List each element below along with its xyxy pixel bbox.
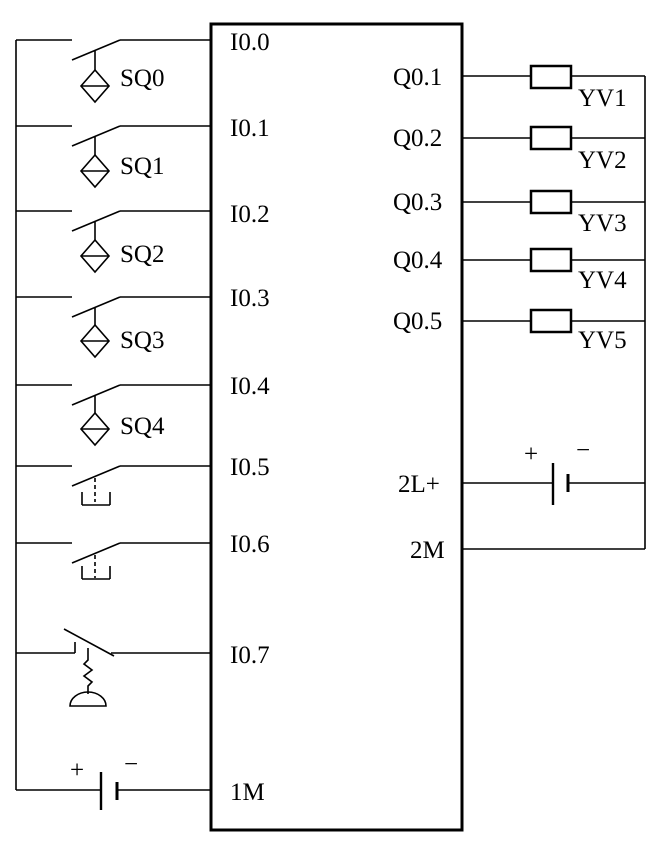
output-row-1: Q0.1 YV1 <box>393 64 645 112</box>
sensor-label: SQ0 <box>120 65 164 92</box>
proximity-sensor-icon <box>79 137 111 189</box>
input-terminal-label: I0.6 <box>230 531 270 558</box>
valve-coil-icon <box>529 308 573 334</box>
battery-plus-sign: + <box>70 757 84 784</box>
valve-label: YV1 <box>578 85 627 112</box>
output-terminal-label: Q0.1 <box>393 64 442 91</box>
proximity-sensor-icon <box>79 51 111 104</box>
input-terminal-label: I0.4 <box>230 373 270 400</box>
valve-coil-icon <box>529 64 573 90</box>
input-terminal-label: I0.1 <box>230 115 270 142</box>
sensor-label: SQ1 <box>120 153 164 180</box>
output-row-4: Q0.4 YV4 <box>393 247 645 294</box>
output-terminal-label: Q0.5 <box>393 308 442 335</box>
input-terminal-label: I0.2 <box>230 201 270 228</box>
valve-coil-icon <box>529 125 573 151</box>
pushbutton-icon <box>81 478 111 506</box>
battery-minus-sign: − <box>124 751 138 778</box>
valve-coil-icon <box>529 247 573 273</box>
pushbutton-icon <box>81 555 111 580</box>
proximity-sensor-icon <box>79 222 111 274</box>
input-row-3: SQ3 I0.3 <box>16 285 270 359</box>
output-terminal-label: Q0.3 <box>393 189 442 216</box>
valve-label: YV4 <box>578 267 627 294</box>
input-terminal-label: I0.5 <box>230 454 270 481</box>
input-terminal-label: I0.3 <box>230 285 270 312</box>
input-row-6: I0.6 <box>16 531 270 580</box>
sensor-label: SQ2 <box>120 241 164 268</box>
supply-output-label: 2L+ <box>398 471 440 498</box>
valve-label: YV3 <box>578 210 627 237</box>
input-terminal-label: I0.7 <box>230 642 270 669</box>
input-row-2: SQ2 I0.2 <box>16 201 270 274</box>
output-row-5: Q0.5 YV5 <box>393 308 645 354</box>
sensor-label: SQ3 <box>120 327 164 354</box>
battery-minus-sign: − <box>576 437 590 464</box>
input-row-1: SQ1 I0.1 <box>16 115 270 189</box>
proximity-sensor-icon <box>79 396 111 447</box>
valve-label: YV2 <box>578 147 627 174</box>
sensor-label: SQ4 <box>120 413 165 440</box>
output-terminal-label: Q0.4 <box>393 247 443 274</box>
emergency-stop-icon <box>69 648 107 707</box>
battery-plus-sign: + <box>524 441 538 468</box>
output-row-2: Q0.2 YV2 <box>393 125 645 174</box>
plc-module-box <box>209 22 464 832</box>
input-row-5: I0.5 <box>16 454 270 506</box>
input-row-4: SQ4 I0.4 <box>16 373 270 447</box>
output-row-3: Q0.3 YV3 <box>393 189 645 237</box>
valve-label: YV5 <box>578 327 627 354</box>
input-power-supply: + − 1M <box>16 751 265 810</box>
output-power-supply: + − 2L+ <box>398 437 645 505</box>
proximity-sensor-icon <box>79 308 111 359</box>
input-row-7: I0.7 <box>16 628 270 707</box>
common-input-label: 1M <box>230 779 265 806</box>
input-terminal-label: I0.0 <box>230 29 270 56</box>
valve-coil-icon <box>529 189 573 215</box>
common-output-label: 2M <box>410 537 445 564</box>
output-terminal-label: Q0.2 <box>393 125 442 152</box>
output-common-row: 2M <box>410 537 645 564</box>
input-row-0: SQ0 I0.0 <box>16 29 270 104</box>
